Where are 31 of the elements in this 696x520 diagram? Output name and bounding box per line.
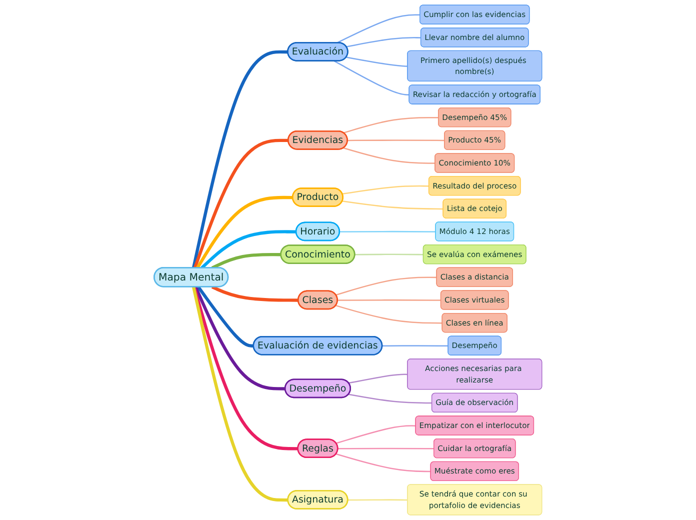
connector: [197, 286, 254, 348]
connector: [336, 453, 431, 472]
connector: [346, 56, 408, 67]
connector: [346, 37, 422, 48]
connector: [342, 200, 444, 210]
connector: [343, 116, 439, 134]
connector: [348, 499, 408, 501]
connector: [193, 138, 288, 268]
connector: [200, 230, 296, 270]
connector: [196, 196, 293, 269]
connector: [194, 286, 286, 390]
connector: [382, 345, 448, 347]
connector: [348, 374, 408, 384]
connector: [340, 230, 436, 232]
connector: [336, 304, 442, 324]
connector: [336, 276, 437, 296]
connector: [211, 286, 298, 302]
connector: [338, 448, 434, 450]
connector: [354, 254, 424, 256]
connector: [342, 185, 430, 195]
connector: [192, 50, 288, 268]
connector: [338, 299, 442, 301]
connector: [336, 14, 420, 44]
connector: [336, 425, 416, 444]
connector: [334, 60, 410, 96]
connector: [211, 252, 282, 270]
connector: [348, 140, 445, 142]
connector: [192, 286, 288, 502]
connector: [192, 286, 298, 450]
connector: [348, 394, 432, 404]
connector: [343, 147, 436, 164]
